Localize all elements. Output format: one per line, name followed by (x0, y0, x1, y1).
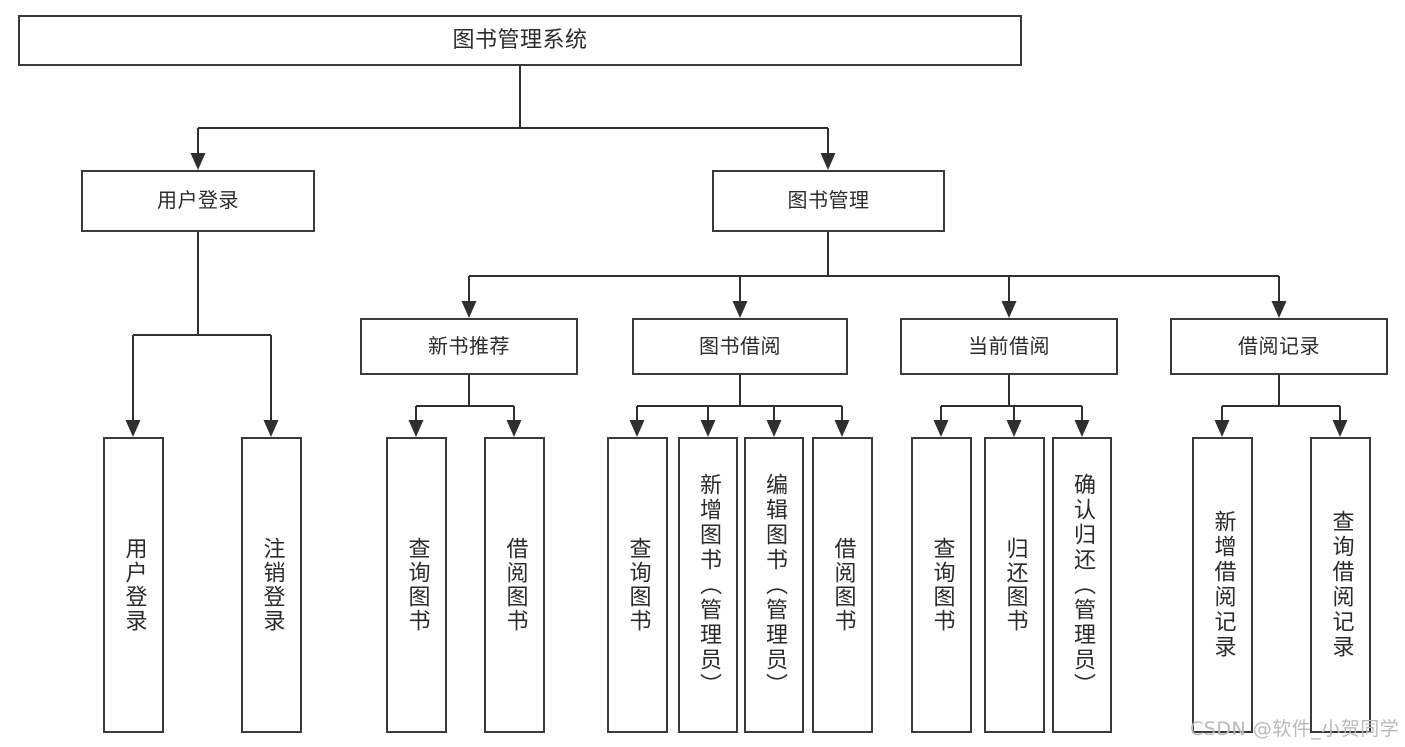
node-label: 用户登录 (121, 537, 147, 633)
node-leaf-user-logout[interactable]: 注销登录 (241, 437, 302, 733)
arrowhead-icon (461, 301, 477, 318)
csdn-watermark: CSDN @软件_小贺同学 (1190, 718, 1400, 740)
arrowhead-icon (1001, 301, 1017, 318)
node-user-login[interactable]: 用户登录 (81, 170, 315, 232)
node-leaf-borrow-book-1[interactable]: 借阅图书 (484, 437, 545, 733)
node-label: 图书借阅 (699, 333, 781, 358)
node-label: 查询图书 (929, 537, 955, 633)
node-label: 新增借阅记录 (1210, 510, 1236, 660)
node-label: 查询图书 (625, 537, 651, 633)
node-label: 新书推荐 (428, 333, 510, 358)
node-leaf-return-book[interactable]: 归还图书 (984, 437, 1045, 733)
arrowhead-icon (732, 301, 748, 318)
node-label: 图书管理系统 (452, 27, 588, 53)
node-label: 归还图书 (1002, 537, 1028, 633)
arrowhead-icon (408, 420, 424, 437)
arrowhead-icon (820, 153, 836, 170)
node-label: 图书管理 (787, 188, 870, 213)
arrowhead-icon (629, 420, 645, 437)
node-label: 当前借阅 (968, 333, 1050, 358)
node-leaf-edit-book[interactable]: 编辑图书（管理员） (744, 437, 804, 733)
arrowhead-icon (190, 153, 206, 170)
node-leaf-query-book-2[interactable]: 查询图书 (607, 437, 668, 733)
arrowhead-icon (834, 420, 850, 437)
arrowhead-icon (1006, 420, 1022, 437)
node-label: 查询借阅记录 (1328, 510, 1354, 660)
node-label: 查询图书 (404, 537, 430, 633)
node-leaf-confirm-ret[interactable]: 确认归还（管理员） (1052, 437, 1112, 733)
node-label: 借阅图书 (502, 537, 528, 633)
node-label: 确认归还（管理员） (1070, 472, 1095, 698)
node-label: 借阅图书 (830, 537, 856, 633)
node-label: 借阅记录 (1238, 333, 1320, 358)
arrowhead-icon (1271, 301, 1287, 318)
node-label: 编辑图书（管理员） (762, 472, 787, 698)
node-leaf-add-book[interactable]: 新增图书（管理员） (678, 437, 738, 733)
node-leaf-query-record[interactable]: 查询借阅记录 (1310, 437, 1371, 733)
node-current-borrow[interactable]: 当前借阅 (900, 318, 1118, 375)
node-leaf-user-login[interactable]: 用户登录 (103, 437, 164, 733)
arrowhead-icon (700, 420, 716, 437)
node-leaf-borrow-book-2[interactable]: 借阅图书 (812, 437, 873, 733)
node-leaf-query-book-3[interactable]: 查询图书 (911, 437, 972, 733)
arrowhead-icon (1214, 420, 1230, 437)
node-book-borrow[interactable]: 图书借阅 (632, 318, 848, 375)
node-borrow-record[interactable]: 借阅记录 (1170, 318, 1388, 375)
node-label: 新增图书（管理员） (696, 472, 721, 698)
node-label: 用户登录 (157, 188, 239, 213)
arrowhead-icon (933, 420, 949, 437)
node-leaf-add-record[interactable]: 新增借阅记录 (1192, 437, 1253, 733)
node-leaf-query-book-1[interactable]: 查询图书 (386, 437, 447, 733)
node-label: 注销登录 (259, 537, 285, 633)
arrowhead-icon (125, 420, 141, 437)
arrowhead-icon (1332, 420, 1348, 437)
node-book-manage[interactable]: 图书管理 (712, 170, 945, 232)
arrowhead-icon (1074, 420, 1090, 437)
arrowhead-icon (263, 420, 279, 437)
node-new-book-rec[interactable]: 新书推荐 (360, 318, 578, 375)
node-root[interactable]: 图书管理系统 (18, 15, 1022, 66)
arrowhead-icon (766, 420, 782, 437)
arrowhead-icon (506, 420, 522, 437)
